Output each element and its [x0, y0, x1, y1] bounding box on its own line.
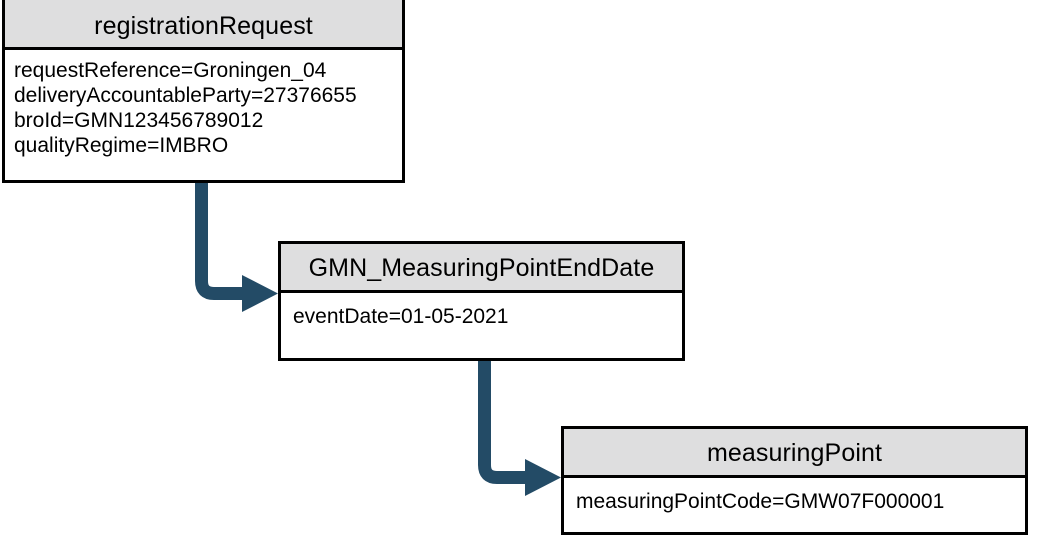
object-attributes-registration-request: requestReference=Groningen_04 deliveryAc…	[5, 50, 402, 158]
object-attributes-gmn-measuringpointenddate: eventDate=01-05-2021	[281, 293, 682, 329]
arrowhead-icon	[525, 459, 561, 496]
attribute-row: eventDate=01-05-2021	[293, 305, 509, 328]
object-box-measuring-point[interactable]: measuringPoint measuringPointCode=GMW07F…	[561, 426, 1028, 535]
object-title-registration-request: registrationRequest	[5, 0, 402, 50]
object-box-gmn-measuringpointenddate[interactable]: GMN_MeasuringPointEndDate eventDate=01-0…	[278, 241, 685, 361]
object-box-registration-request[interactable]: registrationRequest requestReference=Gro…	[2, 0, 405, 183]
connector-line	[195, 182, 248, 300]
attribute-row: requestReference=Groningen_04	[14, 59, 327, 82]
object-title-gmn-measuringpointenddate: GMN_MeasuringPointEndDate	[281, 244, 682, 293]
attribute-row: qualityRegime=IMBRO	[14, 134, 229, 157]
connector-registration-to-enddate	[195, 182, 278, 312]
object-attributes-measuring-point: measuringPointCode=GMW07F000001	[564, 478, 1025, 514]
attribute-row: broId=GMN123456789012	[14, 109, 264, 132]
connector-line	[478, 361, 531, 484]
attribute-row: measuringPointCode=GMW07F000001	[576, 490, 945, 513]
connector-enddate-to-measuringpoint	[478, 361, 561, 496]
attribute-row: deliveryAccountableParty=27376655	[14, 84, 357, 107]
object-title-measuring-point: measuringPoint	[564, 429, 1025, 478]
arrowhead-icon	[242, 275, 278, 312]
